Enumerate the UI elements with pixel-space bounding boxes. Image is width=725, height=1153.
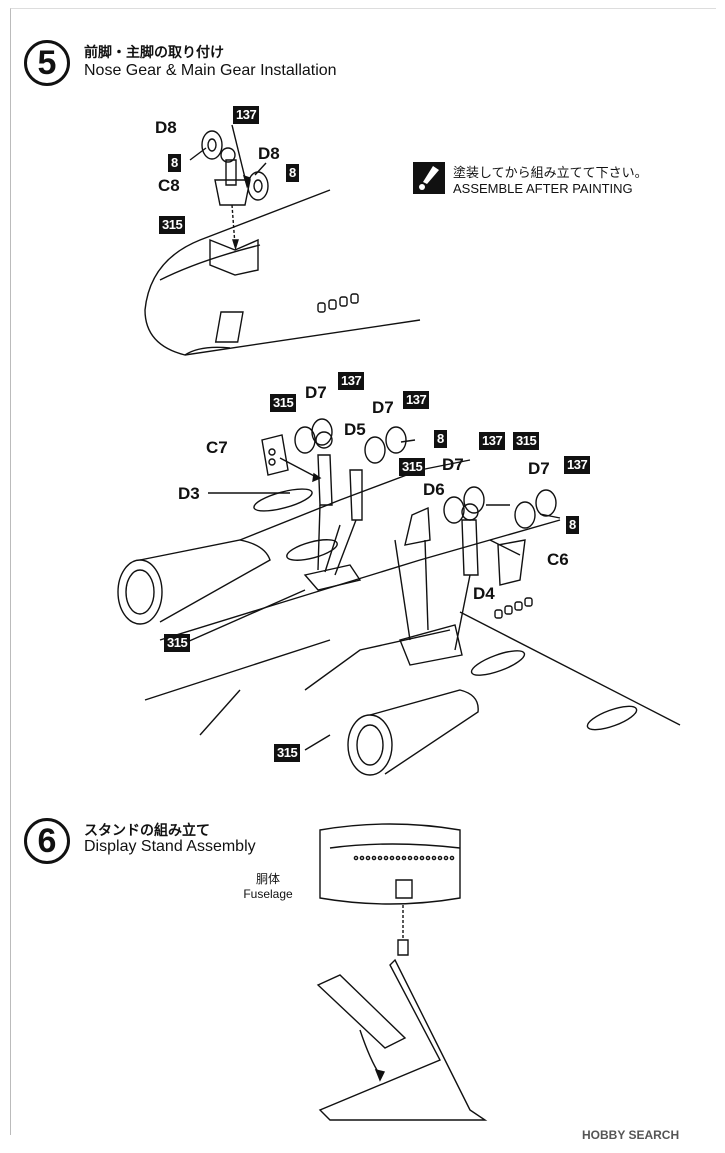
tag-137-main-d: 137 bbox=[564, 456, 591, 474]
label-c7: C7 bbox=[206, 438, 228, 457]
page-frame bbox=[10, 8, 716, 1135]
label-d6: D6 bbox=[423, 480, 445, 499]
engine-right-intake bbox=[347, 714, 393, 776]
part-c6 bbox=[497, 539, 526, 586]
stand-base bbox=[318, 958, 488, 1121]
tag-137-main-c: 137 bbox=[479, 432, 506, 450]
label-d3: D3 bbox=[178, 484, 200, 503]
nose-wheel-left bbox=[201, 130, 223, 160]
tag-315-main-e: 315 bbox=[274, 744, 301, 762]
tag-137-main-a: 137 bbox=[338, 372, 365, 390]
fuselage-label-en: Fuselage bbox=[243, 887, 293, 901]
fuselage-section bbox=[319, 823, 461, 905]
step-5-title-en: Nose Gear & Main Gear Installation bbox=[84, 62, 337, 79]
label-d7-c: D7 bbox=[442, 455, 464, 474]
part-c7 bbox=[261, 434, 289, 476]
label-d7-a: D7 bbox=[305, 383, 327, 402]
fuselage-windows bbox=[353, 855, 455, 861]
tag-315-main-b: 315 bbox=[399, 458, 426, 476]
step-6-number: 6 bbox=[24, 818, 70, 864]
label-c8: C8 bbox=[158, 176, 180, 195]
tag-315-main-c: 315 bbox=[513, 432, 540, 450]
label-c6: C6 bbox=[547, 550, 569, 569]
label-d4: D4 bbox=[473, 584, 495, 603]
tag-8-main-b: 8 bbox=[566, 516, 579, 534]
step-6-title-jp: スタンドの組み立て bbox=[84, 823, 210, 839]
tag-315-main-d: 315 bbox=[164, 634, 191, 652]
paint-note-jp: 塗装してから組み立てて下さい。 bbox=[453, 166, 648, 181]
fuselage-label-jp: 胴体 bbox=[255, 872, 280, 886]
step-6-title-en: Display Stand Assembly bbox=[84, 838, 256, 855]
label-d7-d: D7 bbox=[528, 459, 550, 478]
tag-8-main-a: 8 bbox=[434, 430, 447, 448]
label-d8-right: D8 bbox=[258, 144, 280, 163]
step-5-number: 5 bbox=[24, 40, 70, 86]
watermark: HOBBY SEARCH bbox=[582, 1128, 680, 1142]
stand-socket bbox=[395, 879, 413, 899]
tag-137-main-b: 137 bbox=[403, 391, 430, 409]
label-d8-left: D8 bbox=[155, 118, 177, 137]
nose-fuselage-outline bbox=[144, 189, 421, 356]
label-d5: D5 bbox=[344, 420, 366, 439]
stand-arm bbox=[316, 974, 407, 1049]
tag-137-nose: 137 bbox=[233, 106, 260, 124]
nose-wheel-right bbox=[247, 171, 269, 201]
step-5-title-jp: 前脚・主脚の取り付け bbox=[84, 45, 224, 61]
tag-8-nose-left: 8 bbox=[168, 154, 181, 172]
tag-315-main-a: 315 bbox=[270, 394, 297, 412]
paint-note-en: ASSEMBLE AFTER PAINTING bbox=[453, 181, 633, 196]
label-d7-b: D7 bbox=[372, 398, 394, 417]
tag-8-nose-right: 8 bbox=[286, 164, 299, 182]
tag-315-nose: 315 bbox=[159, 216, 186, 234]
paint-brush-icon bbox=[413, 162, 445, 194]
